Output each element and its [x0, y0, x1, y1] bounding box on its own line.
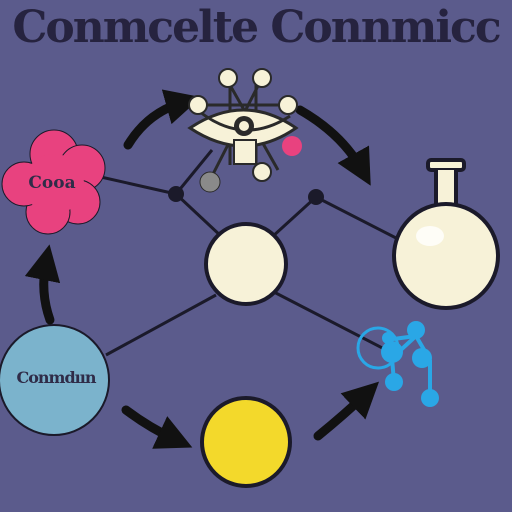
- blue-circle-node: [0, 324, 110, 436]
- edge-junction2-flask: [315, 195, 401, 242]
- atom-icon: [187, 68, 302, 193]
- flask-icon: [392, 158, 500, 310]
- central-node: [204, 222, 288, 306]
- junction-dot: [168, 186, 184, 202]
- yellow-node: [200, 396, 292, 488]
- junction-dot: [308, 189, 324, 205]
- edge-junction-atom: [174, 149, 214, 195]
- arrow-icon: [121, 405, 193, 449]
- pink-node-label: Cooa: [28, 173, 76, 193]
- molecule-icon: [356, 321, 439, 407]
- pink-flower-node: [1, 129, 106, 235]
- edge-junction-center: [174, 192, 224, 239]
- edge-pink-junction: [91, 173, 177, 196]
- page-title: Conmcelte Connmicc: [12, 2, 501, 53]
- edge-center-molecule: [269, 288, 391, 354]
- arrow-icon: [24, 244, 61, 325]
- arrow-icon: [123, 89, 202, 150]
- blue-node-label: Conmdıın: [16, 368, 97, 387]
- edge-center-junction2: [270, 195, 318, 239]
- connector-lines: [91, 149, 401, 357]
- edge-blue-center: [105, 293, 217, 357]
- arrow-icon: [295, 105, 371, 186]
- arrow-icon: [313, 381, 380, 441]
